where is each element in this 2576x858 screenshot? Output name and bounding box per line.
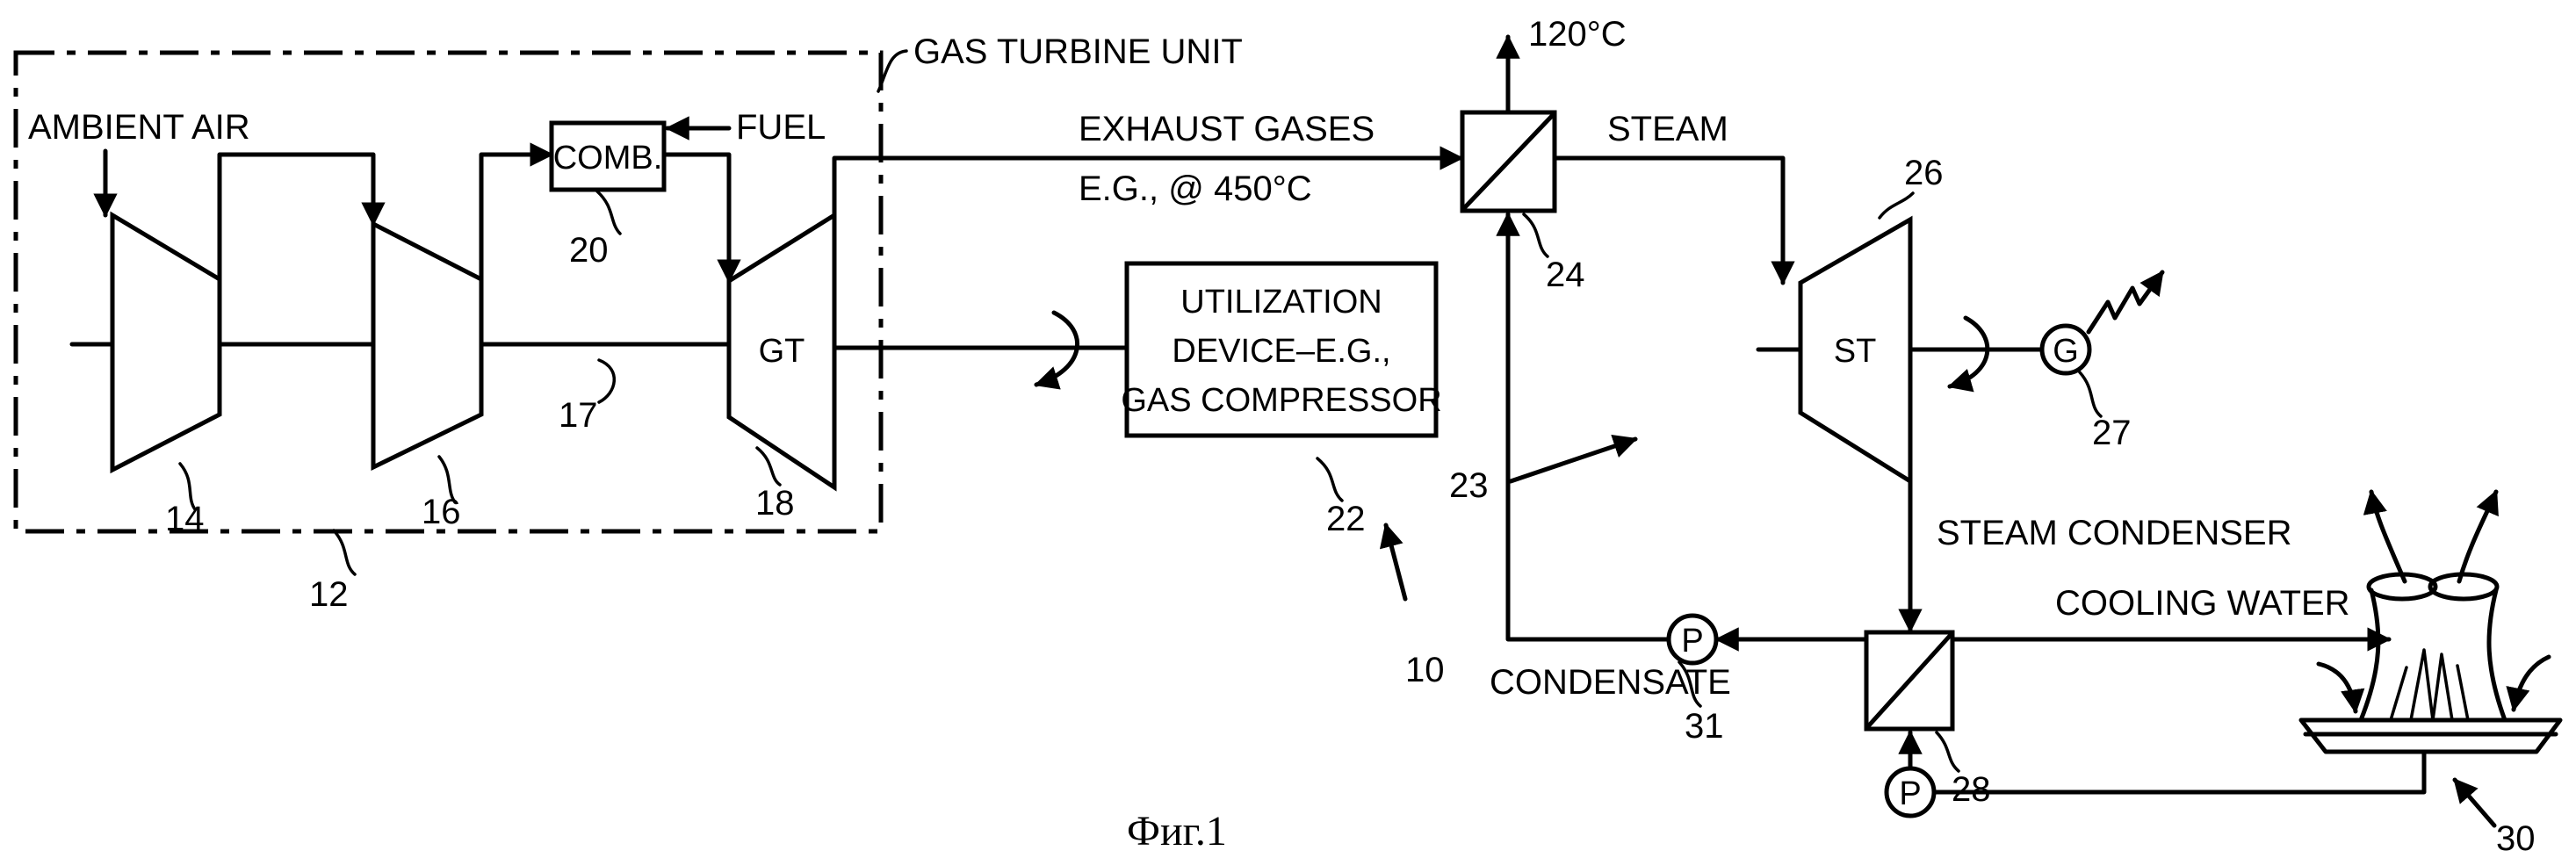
ref-28: 28 [1952, 770, 1991, 809]
ref-22: 22 [1326, 500, 1366, 538]
leader-28 [1937, 732, 1959, 771]
ref-23: 23 [1449, 466, 1489, 505]
utilization-line3: GAS COMPRESSOR [1121, 382, 1441, 419]
ref-10: 10 [1405, 651, 1445, 689]
electricity-output-icon [2089, 272, 2162, 332]
steam-turbine-label: ST [1834, 333, 1877, 370]
leader-17 [599, 360, 614, 402]
cooling-tower-pointer [2455, 780, 2494, 826]
steam-condenser-label: STEAM CONDENSER [1937, 514, 2292, 552]
ref-30: 30 [2496, 819, 2536, 858]
flow-14-to-16 [220, 155, 373, 279]
steam-flow [1555, 158, 1783, 283]
st-rotation-arrow [1950, 318, 1988, 386]
combustor-label: COMB. [553, 140, 663, 177]
leader-26 [1880, 193, 1913, 218]
flow-16-to-comb [481, 155, 552, 279]
utilization-line2: DEVICE–E.G., [1172, 333, 1390, 370]
utilization-line1: UTILIZATION [1180, 284, 1382, 321]
ref-24: 24 [1546, 256, 1585, 294]
fuel-label: FUEL [736, 108, 826, 147]
leader-18 [757, 448, 780, 485]
ref-16: 16 [422, 493, 461, 531]
steam-cycle-pointer [1511, 439, 1635, 481]
exhaust-gases-label: EXHAUST GASES [1079, 110, 1375, 148]
system-pointer [1386, 525, 1405, 599]
leader-22 [1317, 458, 1342, 501]
exhaust-temperature-label: E.G., @ 450°C [1079, 169, 1312, 208]
ref-14: 14 [165, 500, 205, 538]
figure-caption: Фиг.1 [1127, 808, 1227, 854]
ref-18: 18 [755, 484, 795, 523]
low-pressure-compressor [112, 215, 220, 470]
ref-20: 20 [569, 231, 609, 270]
leader-20 [597, 191, 620, 234]
stack-temperature-label: 120°C [1528, 15, 1627, 54]
cooling-water-label: COOLING WATER [2055, 584, 2350, 623]
condensate-return-flow [1508, 214, 1669, 639]
gas-turbine-label: GT [759, 333, 805, 370]
ref-31: 31 [1685, 707, 1724, 746]
gas-turbine-unit-label: GAS TURBINE UNIT [913, 32, 1243, 71]
ref-12: 12 [309, 575, 349, 614]
cooling-water-pump-label: P [1899, 775, 1921, 812]
ref-27: 27 [2092, 414, 2132, 452]
leader-24 [1524, 214, 1548, 256]
ambient-air-label: AMBIENT AIR [28, 108, 250, 147]
leader-12 [334, 530, 355, 574]
steam-label: STEAM [1607, 110, 1728, 148]
leader-27 [2080, 372, 2101, 416]
flow-comb-to-gt [664, 155, 729, 281]
condensate-pump-label: P [1681, 623, 1703, 660]
high-pressure-compressor [373, 224, 481, 467]
ref-17: 17 [559, 396, 598, 435]
generator-label: G [2053, 333, 2079, 370]
ref-26: 26 [1904, 154, 1944, 192]
cooling-water-return-flow [1934, 752, 2424, 792]
